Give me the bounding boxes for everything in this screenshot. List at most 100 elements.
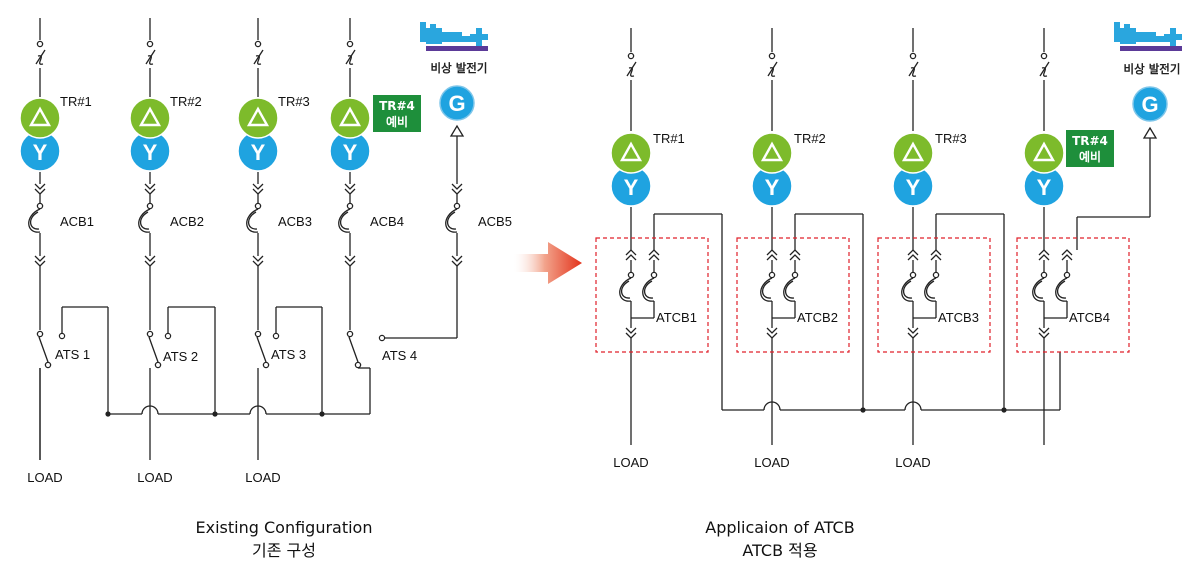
ats-label-4: ATS 4 bbox=[382, 348, 417, 363]
wye-symbol: Y bbox=[251, 140, 266, 165]
drawout-connector-icon bbox=[625, 327, 637, 339]
atcb-boundary-box bbox=[595, 237, 709, 353]
breaker-icon bbox=[924, 271, 940, 302]
ats-switch-icon bbox=[254, 330, 270, 369]
drawout-connector-icon bbox=[1038, 249, 1050, 261]
arrow-right-icon bbox=[514, 242, 582, 284]
switch-icon bbox=[767, 52, 778, 77]
switch-icon bbox=[253, 40, 264, 65]
drawout-connector-icon bbox=[144, 183, 156, 195]
existing-load-label-3: LOAD bbox=[245, 470, 280, 485]
junction-dot bbox=[212, 411, 218, 417]
wye-symbol: Y bbox=[343, 140, 358, 165]
acb-label-3: ACB3 bbox=[278, 214, 312, 229]
breaker-icon bbox=[760, 271, 776, 302]
breaker-icon bbox=[1032, 271, 1048, 302]
generator-symbol: G bbox=[448, 91, 465, 116]
drawout-connector-icon bbox=[625, 249, 637, 261]
delta-winding-icon bbox=[19, 97, 61, 139]
ats-label-2: ATS 2 bbox=[163, 349, 198, 364]
generator-output-arrow-icon bbox=[449, 124, 465, 137]
terminal-circle bbox=[164, 332, 172, 340]
tr-label-1: TR#1 bbox=[60, 94, 92, 109]
proposed-generator-label: 비상 발전기 bbox=[1124, 62, 1181, 76]
junction-dot bbox=[1001, 407, 1007, 413]
breaker-icon bbox=[338, 202, 354, 233]
atcb-transformer-3: Y bbox=[892, 132, 934, 207]
delta-symbol-icon bbox=[246, 106, 270, 127]
drawout-connector-icon bbox=[451, 183, 463, 195]
breaker-icon bbox=[138, 202, 154, 233]
terminal-circle bbox=[58, 332, 66, 340]
delta-symbol-icon bbox=[619, 141, 643, 162]
delta-winding-icon bbox=[751, 132, 793, 174]
atcb-transformer-2: Y bbox=[751, 132, 793, 207]
drawout-connector-icon bbox=[344, 183, 356, 195]
delta-symbol-icon bbox=[760, 141, 784, 162]
proposed-load-label-3: LOAD bbox=[895, 455, 930, 470]
breaker-icon bbox=[619, 271, 635, 302]
drawout-connector-icon bbox=[766, 327, 778, 339]
drawout-connector-icon bbox=[34, 183, 46, 195]
proposed-caption-ko: ATCB 적용 bbox=[742, 541, 817, 560]
proposed-caption-en: Applicaion of ATCB bbox=[705, 518, 854, 537]
drawout-connector-icon bbox=[1061, 249, 1073, 261]
existing-generator-label: 비상 발전기 bbox=[431, 61, 488, 75]
existing-spare-tag: TR#4예비 bbox=[373, 95, 421, 132]
proposed-load-label-1: LOAD bbox=[613, 455, 648, 470]
wye-symbol: Y bbox=[906, 175, 921, 200]
proposed-load-label-2: LOAD bbox=[754, 455, 789, 470]
switch-icon bbox=[145, 40, 156, 65]
existing-caption-en: Existing Configuration bbox=[196, 518, 373, 537]
acb-label-4: ACB4 bbox=[370, 214, 404, 229]
ats-label-1: ATS 1 bbox=[55, 347, 90, 362]
breaker-icon bbox=[28, 202, 44, 233]
drawout-connector-icon bbox=[907, 327, 919, 339]
switch-icon bbox=[1039, 52, 1050, 77]
delta-symbol-icon bbox=[28, 106, 52, 127]
wye-symbol: Y bbox=[1037, 175, 1052, 200]
junction-dot bbox=[860, 407, 866, 413]
acb-label-2: ACB2 bbox=[170, 214, 204, 229]
existing-generator-icon: G bbox=[439, 85, 475, 121]
drawout-connector-icon bbox=[1038, 327, 1050, 339]
spare-tag-line1: TR#4 bbox=[1072, 134, 1108, 148]
atcb-boundary-box bbox=[736, 237, 850, 353]
breaker-icon bbox=[783, 271, 799, 302]
existing-caption-ko: 기존 구성 bbox=[252, 541, 316, 560]
transformer-1: Y bbox=[19, 97, 61, 172]
wye-symbol: Y bbox=[624, 175, 639, 200]
atcb-transformer-4: Y bbox=[1023, 132, 1065, 207]
drawout-connector-icon bbox=[766, 249, 778, 261]
existing-load-label-2: LOAD bbox=[137, 470, 172, 485]
atcb-label-3: ATCB3 bbox=[938, 310, 979, 325]
delta-winding-icon bbox=[129, 97, 171, 139]
drawout-connector-icon bbox=[648, 249, 660, 261]
breaker-icon bbox=[445, 202, 461, 233]
transformer-3: Y bbox=[237, 97, 279, 172]
ats-label-3: ATS 3 bbox=[271, 347, 306, 362]
drawout-connector-icon bbox=[930, 249, 942, 261]
switch-icon bbox=[35, 40, 46, 65]
switch-icon bbox=[345, 40, 356, 65]
generator-set-icon bbox=[1114, 22, 1182, 51]
atcb-tr-label-3: TR#3 bbox=[935, 131, 967, 146]
delta-winding-icon bbox=[892, 132, 934, 174]
ats-switch-icon bbox=[36, 330, 52, 369]
wye-symbol: Y bbox=[765, 175, 780, 200]
proposed-generator-icon: G bbox=[1132, 86, 1168, 122]
generator-set-icon bbox=[420, 22, 488, 51]
breaker-icon bbox=[1055, 271, 1071, 302]
spare-tag-line2: 예비 bbox=[386, 114, 408, 129]
atcb-boundary-box bbox=[877, 237, 991, 353]
transformer-4: Y bbox=[329, 97, 371, 172]
breaker-icon bbox=[901, 271, 917, 302]
delta-symbol-icon bbox=[138, 106, 162, 127]
junction-dot bbox=[319, 411, 325, 417]
tr-label-2: TR#2 bbox=[170, 94, 202, 109]
drawout-connector-icon bbox=[252, 255, 264, 267]
acb-label-5: ACB5 bbox=[478, 214, 512, 229]
atcb-transformer-1: Y bbox=[610, 132, 652, 207]
atcb-label-2: ATCB2 bbox=[797, 310, 838, 325]
delta-symbol-icon bbox=[901, 141, 925, 162]
